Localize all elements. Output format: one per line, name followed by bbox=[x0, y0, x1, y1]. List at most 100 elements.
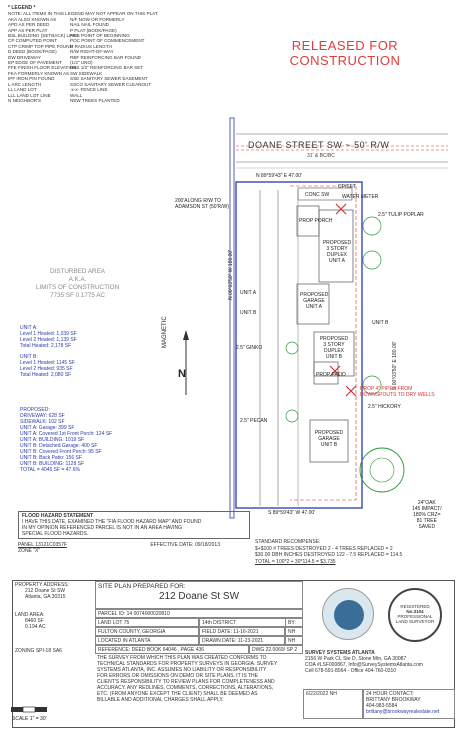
legend-item: NEW TREES PLANTED bbox=[70, 97, 120, 103]
prop-porch-label: PROP PORCH bbox=[299, 218, 333, 224]
unit-b-lot-label-right: UNIT B bbox=[372, 320, 389, 326]
legend-item: FKA FORMERLY KNOWN AS bbox=[8, 70, 70, 76]
disturbed-area: DISTURBED AREA A.K.A. LIMITS OF CONSTRUC… bbox=[35, 268, 120, 299]
bearing-west: N 00°03'50" W 180.00' bbox=[228, 249, 234, 300]
legend-item: R/W RIGHT-OF-WAY bbox=[70, 49, 114, 55]
water-meter-label: WATER METER bbox=[342, 194, 379, 200]
garage-a-outline bbox=[296, 283, 330, 325]
unit-b-outline bbox=[313, 331, 355, 377]
patio-label: PROP PATIO bbox=[316, 372, 346, 378]
title-block: PROPERTY ADDRESS: 212 Doane St SW Atlant… bbox=[12, 580, 455, 728]
bearing-south: S 89°59'43" W 47.00' bbox=[268, 510, 316, 516]
legend-item: (1/2" UNO) bbox=[70, 60, 93, 66]
scale-label: SCALE 1" = 30' bbox=[12, 716, 47, 722]
legend-item: BSL BUILDING (SETBACK) LINE bbox=[8, 33, 77, 39]
tree-icon bbox=[285, 341, 299, 355]
legend-note: NOTE: ALL ITEMS IN THIS LEGEND MAY NOT A… bbox=[8, 11, 159, 17]
company-logo-icon bbox=[322, 588, 374, 640]
legend-item: N/F NOW OR FORMERLY bbox=[70, 16, 125, 22]
proposed-item: SIDEWALK: 102 SF bbox=[20, 419, 65, 425]
legend-item: NAIL NAIL FOUND bbox=[70, 22, 109, 28]
garage-b-outline bbox=[309, 419, 349, 463]
property-boundary bbox=[235, 181, 363, 509]
legend-item: L ARC LENGTH bbox=[8, 81, 42, 87]
conc-sw-label: CONC SW bbox=[305, 192, 330, 198]
drip-note: PROP 4" PIPES FROM DOWNSPOUTS TO DRY WEL… bbox=[360, 386, 435, 398]
legend-item: IPF IRON PIN FOUND bbox=[8, 76, 55, 82]
legend-item: SW SIDEWALK bbox=[70, 70, 103, 76]
flood-statement: FLOOD HAZARD STATEMENT I HAVE THIS DATE,… bbox=[18, 511, 250, 571]
legend-item: FFE FINISH FLOOR ELEVATION bbox=[8, 65, 77, 71]
bearing-east: S 00°03'50" E 180.00' bbox=[392, 341, 398, 391]
oak-tree-icon bbox=[359, 447, 405, 493]
legend-item: APD AS PER DEED bbox=[8, 22, 50, 28]
disclaimer: THE SURVEY FROM WHICH THIS PLAN WAS CREA… bbox=[95, 654, 303, 710]
cp-set-label: CP/SET bbox=[338, 184, 357, 190]
disclaimer-line: ETC. (FROM ANYONE EXCEPT THE CLIENT) SHA… bbox=[97, 691, 258, 697]
surveyor-seal: REGISTERED No.3104 PROFESSIONAL LAND SUR… bbox=[388, 588, 442, 642]
tree-icon bbox=[362, 375, 382, 395]
legend-item: EP EDGE OF PAVEMENT bbox=[8, 60, 62, 66]
disclaimer-line: FOR ERRORS OR OMISSIONS ON DEMO OR SITE … bbox=[97, 673, 258, 679]
legend-item: P PLAT (BOOK/PAGE) bbox=[70, 27, 117, 33]
legend-item: APP AS PER PLAT bbox=[8, 27, 48, 33]
legend-item: CTP CRIMP TOP PIPE FOUND bbox=[8, 43, 73, 49]
prepared-for: SITE PLAN PREPARED FOR: 212 Doane St SW bbox=[95, 581, 303, 609]
proposed-item: UNIT A: Covered 1st Front Porch: 124 SF bbox=[20, 431, 113, 437]
legend-item: POC POINT OF COMMENCEMENT bbox=[70, 38, 145, 44]
company-info: SURVEY SYSTEMS ATLANTA 2156 W Park Ct, S… bbox=[305, 650, 423, 674]
tree-icon bbox=[285, 409, 299, 423]
legend-item: POB POINT OF BEGINNING bbox=[70, 33, 130, 39]
legend-item: DW DRIVEWAY bbox=[8, 54, 41, 60]
legend-item: LLL LAND LOT LINE bbox=[8, 92, 51, 98]
unit-a-lot-label: UNIT A bbox=[240, 290, 257, 296]
proposed-item: UNIT A: Garage: 399 SF bbox=[20, 425, 75, 431]
unit-a-outline bbox=[318, 209, 354, 283]
disclaimer-line: SYSTEMS ATLANTA, INC. ASSUMES NO LIABILI… bbox=[97, 667, 267, 673]
legend-item: RBS 1/2" REINFORCING BAR SET bbox=[70, 65, 144, 71]
ginkgo-label: 2.5" GINKO bbox=[236, 345, 263, 351]
hickory-label: 2.5" HICKORY bbox=[368, 404, 401, 410]
legend-item: SSE SANITARY SEWER EASEMENT bbox=[70, 76, 148, 82]
scale-bar-icon bbox=[11, 706, 47, 713]
patio-outline bbox=[313, 361, 339, 385]
street-name: DOANE STREET SW ~ 50' R/W bbox=[248, 140, 390, 150]
property-info: PROPERTY ADDRESS: 212 Doane St SW Atlant… bbox=[15, 582, 69, 654]
bearing-north: N 89°59'43" E 47.00' bbox=[256, 173, 302, 179]
legend-item: SSCO SANITARY SEWER CLEANOUT bbox=[70, 81, 152, 87]
legend-title: * LEGEND * bbox=[8, 5, 36, 11]
disclaimer-line: THE SURVEY FROM WHICH THIS PLAN WAS CREA… bbox=[97, 655, 267, 661]
street-sub: 31' & BC/BC bbox=[307, 153, 335, 159]
proposed-item: TOTAL = 4045 SF = 47.6% bbox=[20, 467, 80, 473]
recompense: STANDARD RECOMPENSE: $+$100 # TREES DEST… bbox=[255, 539, 403, 565]
disclaimer-line: TECHNICAL STANDARDS FOR PROPERTY SURVEYS… bbox=[97, 661, 278, 667]
legend-item: AKA ALSO KNOWN AS bbox=[8, 16, 57, 22]
adamson-note: 200'ALONG R/W TO ADAMSON ST (50'R/W) bbox=[175, 198, 229, 210]
released-stamp: RELEASED FOR CONSTRUCTION bbox=[289, 38, 401, 68]
legend-item: D DEED (BOOK/PAGE) bbox=[8, 49, 57, 55]
tree-icon bbox=[362, 250, 382, 270]
disclaimer-line: BILLABLE AND ADDITIONAL CHARGES SHALL AP… bbox=[97, 697, 224, 703]
legend-item: R RADIUS LENGTH bbox=[70, 43, 112, 49]
tree-icon bbox=[362, 216, 382, 236]
disclaimer-line: ACCURACY. ANY REDLINES, COMMENTS, CORREC… bbox=[97, 685, 274, 691]
legend: * LEGEND * NOTE: ALL ITEMS IN THIS LEGEN… bbox=[8, 5, 159, 103]
proposed-item: UNIT B: Detached Garage: 400 SF bbox=[20, 443, 98, 449]
unit-areas: UNIT A: Level 1 Heated: 1,039 SF Level 2… bbox=[20, 325, 77, 378]
unit-b-lot-label: UNIT B bbox=[240, 310, 257, 316]
disclaimer-line: CLIENT'S RESPONSIBILITY TO REVIEW PLANS … bbox=[97, 679, 275, 685]
proposed-item: UNIT B: Back Patio: 156 SF bbox=[20, 455, 82, 461]
legend-item: WALL bbox=[70, 92, 83, 98]
legend-item: CP COMPUTED POINT bbox=[8, 38, 58, 44]
legend-item: N NEIGHBOR'S bbox=[8, 97, 42, 103]
contact-info: 24 HOUR CONTACT: BRITTANY BROOKWAY 404-9… bbox=[363, 689, 455, 719]
legend-item: -x-x- FENCE LINE bbox=[70, 87, 108, 93]
legend-item: RBF REINFORCING BAR FOUND bbox=[70, 54, 141, 60]
legend-item: LL LAND LOT bbox=[8, 87, 37, 93]
pecan-label: 2.5" PECAN bbox=[240, 418, 268, 424]
